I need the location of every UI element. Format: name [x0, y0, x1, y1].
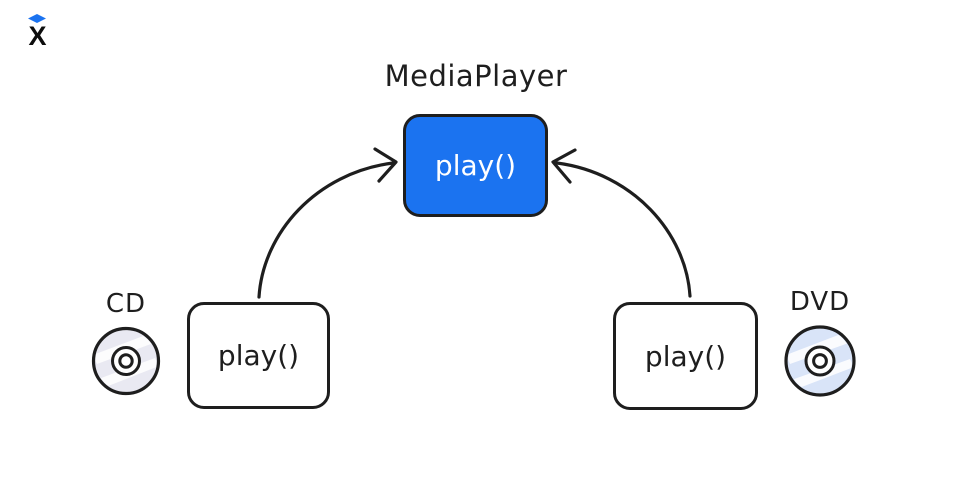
arrow-dvd-to-mediaplayer — [551, 148, 692, 298]
dvd-method-box: play() — [613, 302, 758, 410]
mediaplayer-interface-box: play() — [403, 114, 548, 217]
cd-method-label: play() — [217, 339, 300, 372]
dvd-method-label: play() — [644, 339, 727, 373]
diagram-title: MediaPlayer — [384, 59, 568, 93]
dvd-disc-icon — [784, 325, 856, 397]
cd-label: CD — [105, 289, 147, 319]
cd-disc-icon — [91, 326, 161, 396]
logo-diamond-icon — [28, 14, 46, 23]
dvd-label: DVD — [789, 287, 851, 317]
arrow-cd-to-mediaplayer — [257, 147, 398, 299]
cd-method-box: play() — [187, 302, 330, 409]
logo-letter: X — [28, 21, 46, 51]
mediaplayer-method-label: play() — [434, 149, 517, 182]
app-logo: X — [25, 14, 49, 51]
